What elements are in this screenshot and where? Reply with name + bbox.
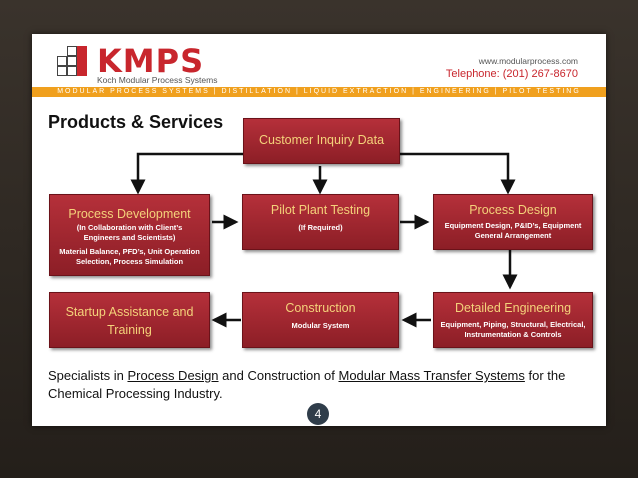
page-title: Products & Services	[48, 112, 224, 132]
footer-text-a: Specialists in	[48, 368, 128, 383]
detailed-engineering-title: Detailed Engineering	[454, 301, 572, 315]
services-band: MODULAR PROCESS SYSTEMS | DISTILLATION |…	[32, 87, 606, 97]
kmps-logo: KMPS Koch Modular Process Systems	[57, 42, 218, 86]
flow-arrows	[130, 152, 518, 328]
telephone: Telephone: (201) 267-8670	[445, 68, 578, 80]
process-design-link[interactable]: Process Design	[127, 368, 219, 383]
company-name: Koch Modular Process Systems	[97, 75, 218, 85]
customer-inquiry-label: Customer Inquiry Data	[258, 133, 385, 147]
footer-text-c: for the Chemical Processing Industry.	[48, 368, 566, 401]
footer-text-b: and Construction of	[218, 368, 339, 383]
page-number-badge: 4	[307, 403, 329, 425]
process-design-detail: Equipment Design, P&ID’s, Equipment Gene…	[444, 221, 582, 240]
slide: KMPS Koch Modular Process Systems www.mo…	[32, 34, 606, 426]
customer-inquiry-box: Customer Inquiry Data	[243, 118, 400, 164]
process-development-title: Process Development	[68, 207, 191, 221]
arrow-to-design	[400, 152, 516, 195]
footer-statement: Specialists in Process Design and Constr…	[48, 367, 588, 403]
process-design-title: Process Design	[469, 203, 557, 217]
modular-systems-link[interactable]: Modular Mass Transfer Systems	[338, 368, 525, 383]
construction-box: Construction Modular System	[242, 292, 399, 348]
startup-training-box: Startup Assistance and Training	[49, 292, 210, 348]
construction-detail: Modular System	[291, 321, 350, 330]
website-link[interactable]: www.modularprocess.com	[478, 56, 578, 66]
process-design-box: Process Design Equipment Design, P&ID’s,…	[433, 194, 593, 250]
pilot-plant-note: (If Required)	[298, 223, 343, 232]
process-development-note: (In Collaboration with Client’s Engineer…	[76, 223, 183, 242]
detailed-engineering-detail: Equipment, Piping, Structural, Electrica…	[440, 320, 586, 339]
brand-name: KMPS	[97, 42, 205, 80]
detailed-engineering-box: Detailed Engineering Equipment, Piping, …	[433, 292, 593, 348]
pilot-plant-box: Pilot Plant Testing (If Required)	[242, 194, 399, 250]
construction-title: Construction	[285, 301, 356, 315]
pilot-plant-title: Pilot Plant Testing	[270, 203, 371, 217]
arrow-to-development	[130, 152, 243, 195]
process-development-box: Process Development (In Collaboration wi…	[49, 194, 210, 276]
contact-info: www.modularprocess.com Telephone: (201) …	[446, 56, 578, 80]
startup-training-title: Startup Assistance and Training	[65, 305, 194, 337]
process-development-detail: Material Balance, PFD’s, Unit Operation …	[59, 247, 200, 266]
